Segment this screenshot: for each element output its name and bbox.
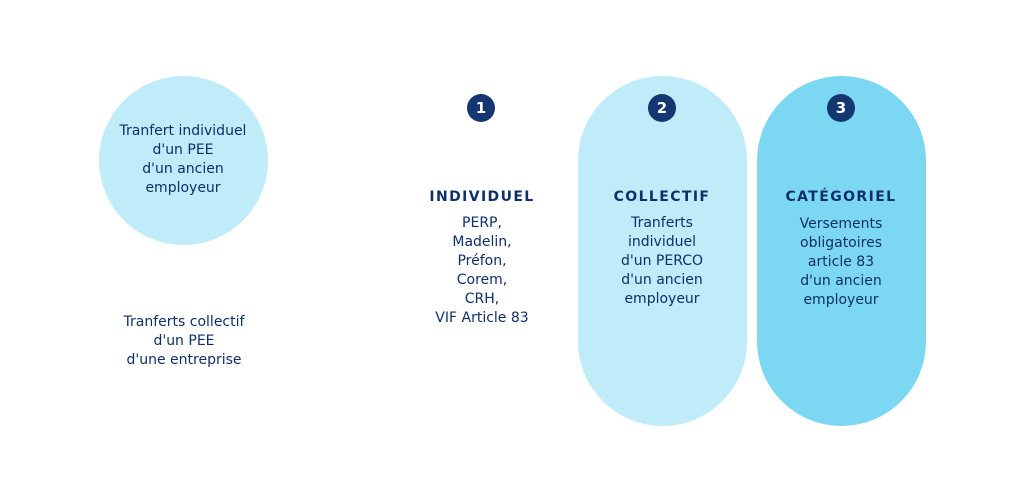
circle-line: d'un ancien [142, 161, 224, 177]
pee-transfer-circle [99, 76, 268, 245]
step-3-badge: 3 [827, 94, 855, 122]
circle-line: employeur [145, 180, 221, 196]
bottom-line: d'un PEE [153, 333, 215, 349]
categoriel-heading: CATÉGORIEL [785, 189, 897, 205]
bottom-line: Tranferts collectif [123, 314, 245, 330]
collective-pee-transfer-text: Tranferts collectif d'un PEE d'une entre… [84, 313, 284, 370]
individuel-line: PERP, [462, 215, 502, 231]
categoriel-line: article 83 [807, 254, 875, 270]
collectif-list: Tranferts individuel d'un PERCO d'un anc… [562, 214, 762, 309]
collectif-line: d'un ancien [621, 272, 703, 288]
individuel-line: Corem, [456, 272, 508, 288]
collectif-heading: COLLECTIF [613, 189, 711, 205]
individual-pee-transfer-text: Tranfert individuel d'un PEE d'un ancien… [83, 122, 283, 198]
individuel-line: Préfon, [457, 253, 507, 269]
individuel-heading: INDIVIDUEL [429, 189, 535, 205]
categoriel-list: Versements obligatoires article 83 d'un … [741, 215, 941, 310]
collectif-line: employeur [624, 291, 700, 307]
categoriel-line: d'un ancien [800, 273, 882, 289]
step-2-badge: 2 [648, 94, 676, 122]
collectif-line: individuel [628, 234, 696, 250]
collectif-line: d'un PERCO [620, 253, 704, 269]
circle-line: d'un PEE [152, 142, 214, 158]
individuel-line: CRH, [464, 291, 500, 307]
individuel-line: VIF Article 83 [435, 310, 529, 326]
individuel-list: PERP, Madelin, Préfon, Corem, CRH, VIF A… [382, 214, 582, 328]
categoriel-line: Versements [799, 216, 883, 232]
categoriel-pill [757, 76, 926, 426]
circle-line: Tranfert individuel [119, 123, 247, 139]
individuel-line: Madelin, [452, 234, 512, 250]
collectif-line: Tranferts [631, 215, 693, 231]
collectif-pill [578, 76, 747, 426]
categoriel-line: employeur [803, 292, 879, 308]
bottom-line: d'une entreprise [126, 352, 242, 368]
categoriel-line: obligatoires [800, 235, 882, 251]
step-1-badge: 1 [467, 94, 495, 122]
